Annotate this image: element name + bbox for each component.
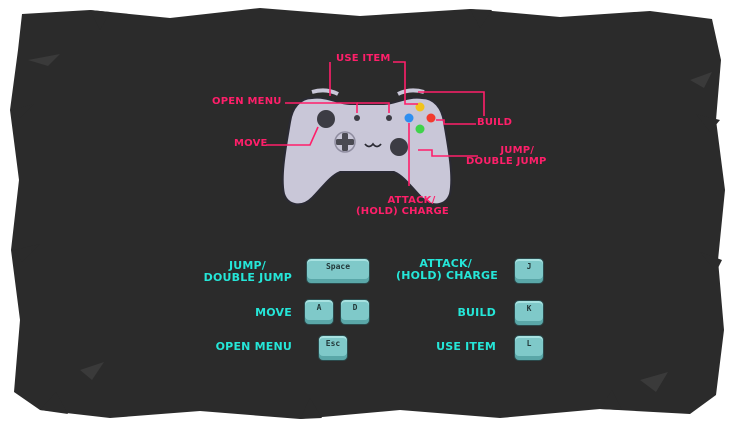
- keyboard-label-build: BUILD: [457, 306, 496, 319]
- gamepad-label-build: BUILD: [477, 117, 513, 128]
- keyboard-label-jump-line2: DOUBLE JUMP: [203, 270, 292, 284]
- keyboard-label-jump-line1: JUMP/: [228, 259, 266, 272]
- callout-lines: [266, 61, 485, 186]
- button-a-icon: [415, 124, 425, 134]
- keyboard-label-use-item: USE ITEM: [436, 340, 496, 353]
- button-b-icon: [426, 113, 436, 123]
- gamepad-label-jump: JUMP/ DOUBLE JUMP: [466, 145, 547, 167]
- keyboard-label-attack: ATTACK/ (HOLD) CHARGE: [392, 258, 498, 281]
- gamepad-label-attack-line1: ATTACK/: [387, 195, 436, 206]
- keyboard-label-jump: JUMP/ DOUBLE JUMP: [190, 260, 292, 283]
- key-d: D: [340, 299, 370, 325]
- key-l: L: [514, 335, 544, 361]
- keyboard-label-attack-line2: (HOLD) CHARGE: [396, 268, 498, 282]
- gamepad-label-open-menu: OPEN MENU: [212, 96, 282, 107]
- gamepad-label-jump-line1: JUMP/: [500, 145, 535, 156]
- key-j: J: [514, 258, 544, 284]
- key-a: A: [304, 299, 334, 325]
- key-esc: Esc: [318, 335, 348, 361]
- button-x-icon: [404, 113, 414, 123]
- keyboard-label-move: MOVE: [255, 306, 292, 319]
- gamepad-label-use-item: USE ITEM: [336, 53, 391, 64]
- keyboard-label-attack-line1: ATTACK/: [419, 257, 472, 270]
- gamepad-label-attack: ATTACK/ (HOLD) CHARGE: [356, 195, 449, 217]
- keyboard-label-open-menu: OPEN MENU: [215, 340, 292, 353]
- gamepad-label-move: MOVE: [234, 138, 268, 149]
- gamepad-label-jump-line2: DOUBLE JUMP: [466, 155, 547, 167]
- gamepad-label-attack-line2: (HOLD) CHARGE: [356, 205, 449, 217]
- key-k: K: [514, 300, 544, 326]
- key-space: Space: [306, 258, 370, 284]
